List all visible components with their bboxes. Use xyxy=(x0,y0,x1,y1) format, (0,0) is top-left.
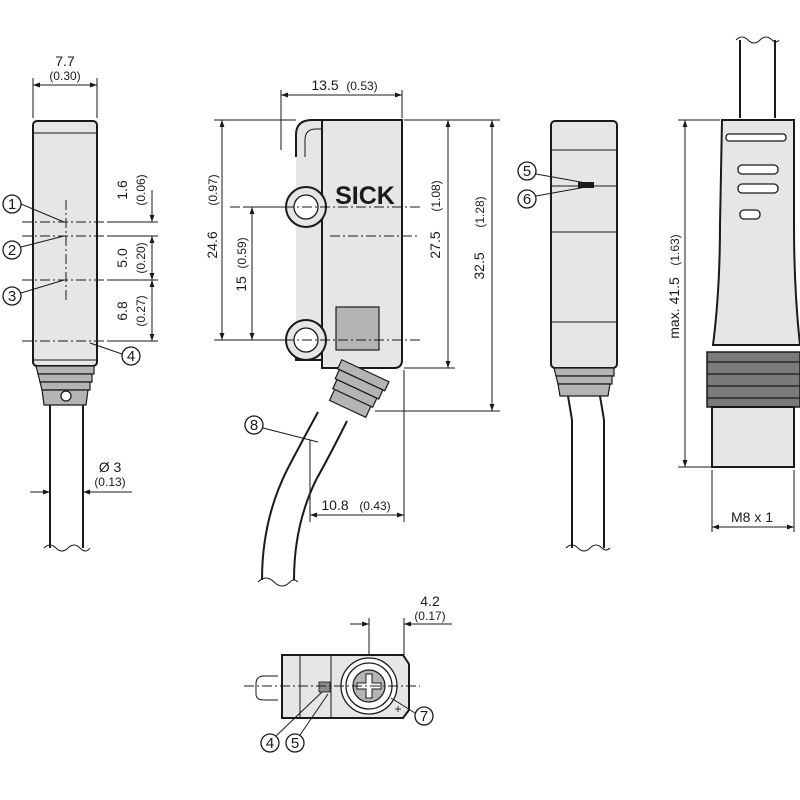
svg-text:5: 5 xyxy=(291,735,299,752)
dim-height-246-value: 24.6 xyxy=(204,231,220,258)
brand-logo: SICK xyxy=(335,182,395,210)
callout-4-top: 4 xyxy=(260,691,323,753)
callout-5-top: 5 xyxy=(285,693,329,753)
rear-view: 5 6 xyxy=(517,120,618,552)
dim-top-offset-inch: (0.17) xyxy=(414,609,445,623)
callout-8: 8 xyxy=(244,415,319,443)
dim-thread-value: M8 x 1 xyxy=(731,509,773,525)
dim-connector-length-value: max. 41.5 xyxy=(666,277,682,339)
svg-text:4: 4 xyxy=(127,348,135,365)
dim-cable-offset-value: 10.8 xyxy=(321,497,348,513)
dim-pos3-value: 6.8 xyxy=(114,301,130,321)
svg-text:5: 5 xyxy=(523,163,531,180)
svg-text:4: 4 xyxy=(266,735,274,752)
dim-height-325-value: 32.5 xyxy=(471,252,487,279)
callout-3: 3 xyxy=(2,279,65,306)
callout-6-rear: 6 xyxy=(517,186,587,209)
dim-cable-dia-value: Ø 3 xyxy=(99,459,122,475)
sensor-side-body xyxy=(32,120,98,367)
dim-height-275-value: 27.5 xyxy=(427,231,443,258)
sensor-rear-body xyxy=(550,120,618,369)
connector-thread xyxy=(711,406,795,468)
dim-top-offset-value: 4.2 xyxy=(420,593,440,609)
dim-cable-offset-inch: (0.43) xyxy=(359,499,390,513)
cable-stub xyxy=(255,675,278,701)
callout-2: 2 xyxy=(2,235,65,260)
svg-text:6: 6 xyxy=(523,191,531,208)
dim-front-width-value: 13.5 xyxy=(311,77,338,93)
callout-5-rear: 5 xyxy=(517,161,587,184)
svg-text:1: 1 xyxy=(8,196,16,213)
connector-view: max. 41.5 (1.63) M8 x 1 xyxy=(666,36,800,532)
status-window xyxy=(335,306,380,351)
dim-pos1-inch: (0.06) xyxy=(134,174,148,205)
front-view: SICK 13.5 (0.53) 24.6 (0.97) xyxy=(204,77,500,587)
dim-connector-length-inch: (1.63) xyxy=(668,234,682,265)
svg-text:3: 3 xyxy=(8,288,16,305)
dim-height-275-inch: (1.08) xyxy=(429,180,443,211)
dim-height-325-inch: (1.28) xyxy=(473,196,487,227)
dim-height-246-inch: (0.97) xyxy=(206,174,220,205)
dim-cable-dia-inch: (0.13) xyxy=(94,475,125,489)
dim-hole-15-value: 15 xyxy=(233,276,249,292)
svg-text:8: 8 xyxy=(250,417,258,434)
dim-hole-15-inch: (0.59) xyxy=(235,237,249,268)
connector-housing xyxy=(711,119,800,346)
svg-text:7: 7 xyxy=(420,708,428,725)
knurled-nut xyxy=(706,351,800,408)
dim-pos2-inch: (0.20) xyxy=(134,242,148,273)
dim-side-width-inch: (0.30) xyxy=(49,69,80,83)
svg-text:2: 2 xyxy=(8,242,16,259)
sensor-front-body xyxy=(321,119,403,369)
dim-pos3-inch: (0.27) xyxy=(134,295,148,326)
dim-side-width-value: 7.7 xyxy=(55,53,75,69)
callout-4-side: 4 xyxy=(89,342,141,366)
top-view: + 4.2 (0.17) 4 5 7 xyxy=(244,593,452,753)
dim-front-width-inch: (0.53) xyxy=(346,79,377,93)
callout-7: 7 xyxy=(390,697,434,726)
indicator-led xyxy=(578,182,594,188)
callout-1: 1 xyxy=(2,194,65,223)
dim-pos1-value: 1.6 xyxy=(114,180,130,200)
side-view: 1.6 (0.06) 5.0 (0.20) 6.8 (0.27) 7.7 (0.… xyxy=(2,53,158,552)
svg-text:+: + xyxy=(394,702,401,716)
dim-pos2-value: 5.0 xyxy=(114,248,130,268)
